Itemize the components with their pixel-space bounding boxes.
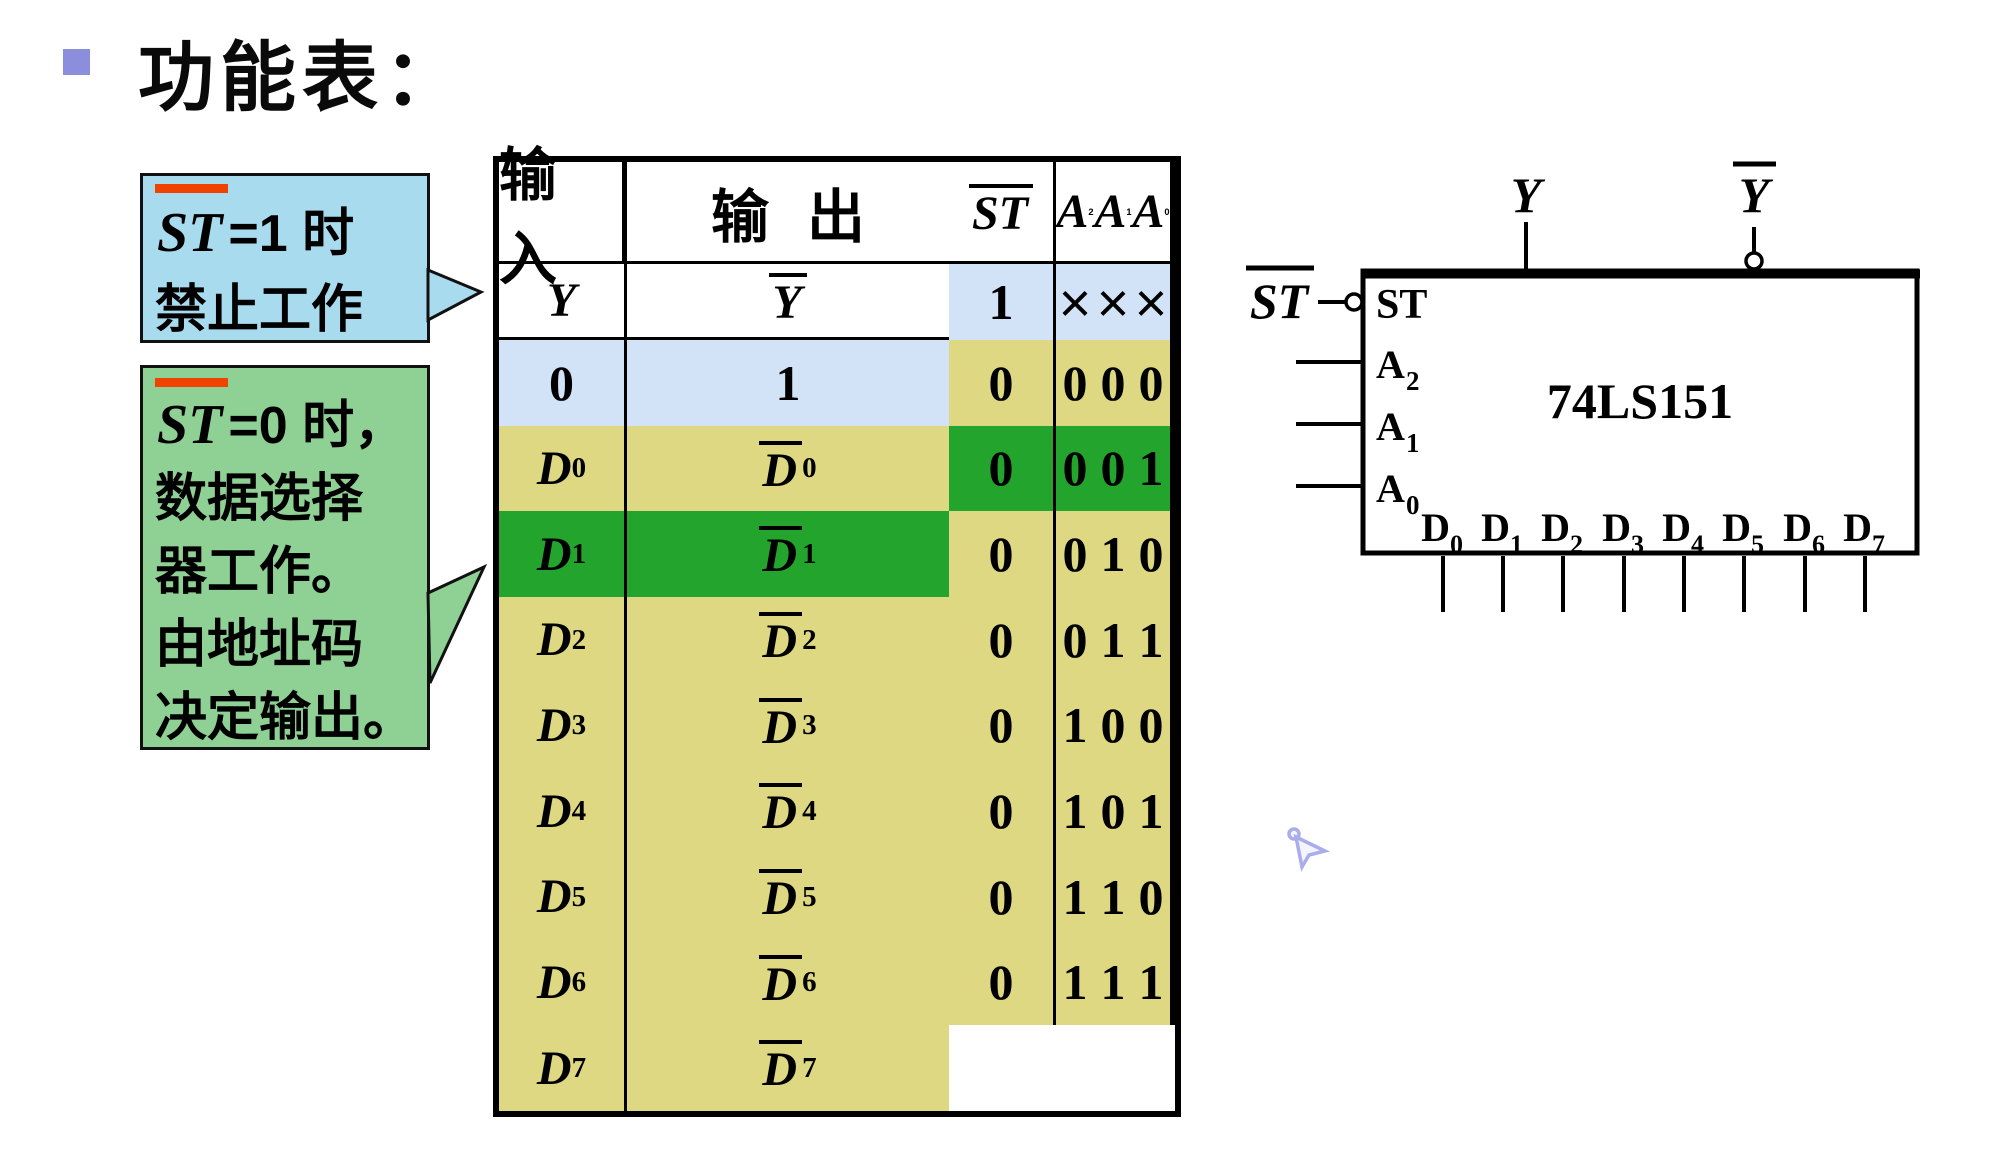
pin-ybar-bubble <box>1744 251 1764 271</box>
st-signal-label: ST <box>155 378 229 462</box>
chip-label: 74LS151 <box>1547 373 1733 429</box>
st-signal-label: ST <box>155 184 229 271</box>
callout-tail-green <box>426 563 488 684</box>
callout-text: =1 时 <box>228 205 355 263</box>
cell-ybar: 1 <box>627 340 949 426</box>
cell-address: ××× <box>1056 264 1175 340</box>
header-input: 输 入 <box>499 143 627 292</box>
pin-d4-sub: 4 <box>1691 530 1704 559</box>
cell-st: 0 <box>949 853 1056 940</box>
cell-st: 0 <box>949 768 1056 854</box>
pin-d6-label: D <box>1783 505 1812 550</box>
cell-st: 0 <box>949 340 1056 426</box>
pin-d3-label: D <box>1602 505 1631 550</box>
header-output: 输 出 <box>627 162 949 264</box>
pin-d3-sub: 3 <box>1631 530 1644 559</box>
chip-diagram-74ls151: Y Y 74LS151 ST ST A 2 A 1 A 0 D 0 D 1 D … <box>1246 161 1920 612</box>
cell-y: 0 <box>499 340 627 426</box>
cell-st: 0 <box>949 682 1056 769</box>
callout-text: 数据选择 <box>155 470 364 528</box>
pin-d7-sub: 7 <box>1872 530 1885 559</box>
chip-box <box>1360 268 1920 556</box>
pin-y-label: Y <box>1511 167 1546 223</box>
pin-d6-sub: 6 <box>1812 530 1825 559</box>
cell-st: 0 <box>949 939 1056 1026</box>
callout-text: 由地址码 <box>155 616 364 674</box>
cell-st: 0 <box>949 511 1056 597</box>
page-title: 功能表： <box>138 36 466 121</box>
cell-st: 1 <box>949 264 1056 340</box>
pin-a0-label: A <box>1376 466 1405 511</box>
pin-d1-sub: 1 <box>1510 530 1523 559</box>
pin-a2-sub: 2 <box>1406 366 1420 396</box>
pin-a0-sub: 0 <box>1406 490 1420 520</box>
pin-d2-sub: 2 <box>1570 530 1583 559</box>
pin-d5-sub: 5 <box>1751 530 1764 559</box>
pin-d1-label: D <box>1481 505 1510 550</box>
callout-tail-blue <box>426 267 485 323</box>
col-header-y: Y <box>499 264 627 340</box>
callout-text: =0 时， <box>228 397 407 455</box>
pin-d0-label: D <box>1421 505 1450 550</box>
mouse-cursor-icon <box>1287 827 1331 872</box>
col-header-st: ST <box>949 162 1056 264</box>
pin-d0-sub: 0 <box>1450 530 1463 559</box>
pin-d7-label: D <box>1843 505 1872 550</box>
callout-st0-enable: ST=0 时， 数据选择 器工作。 由地址码 决定输出。 <box>140 365 430 750</box>
callout-line: ST=1 时 <box>155 184 427 272</box>
pin-st-inner-label: ST <box>1376 282 1427 328</box>
col-header-ybar: Y <box>627 264 949 340</box>
callout-line: ST=0 时， <box>155 378 427 463</box>
pin-a1-label: A <box>1376 404 1405 449</box>
ybar-overline-label: Y <box>769 272 807 328</box>
callout-text: 禁止工作 <box>155 281 364 339</box>
st-overline-label: ST <box>968 183 1033 239</box>
pin-st-bubble <box>1344 292 1364 312</box>
callout-text: 决定输出。 <box>155 689 416 747</box>
pin-d2-label: D <box>1541 505 1570 550</box>
pin-a1-sub: 1 <box>1406 428 1420 458</box>
pin-a2-label: A <box>1376 342 1405 387</box>
pin-d5-label: D <box>1722 505 1751 550</box>
callout-st1-disable: ST=1 时 禁止工作 <box>140 173 430 343</box>
title-bullet-icon <box>63 49 90 75</box>
pin-d4-label: D <box>1662 505 1691 550</box>
callout-text: 器工作。 <box>155 543 364 601</box>
cell-st: 0 <box>949 425 1056 512</box>
st-ext-label: ST <box>1250 273 1311 329</box>
pin-ybar-label: Y <box>1739 167 1774 223</box>
cell-st: 0 <box>949 596 1056 683</box>
